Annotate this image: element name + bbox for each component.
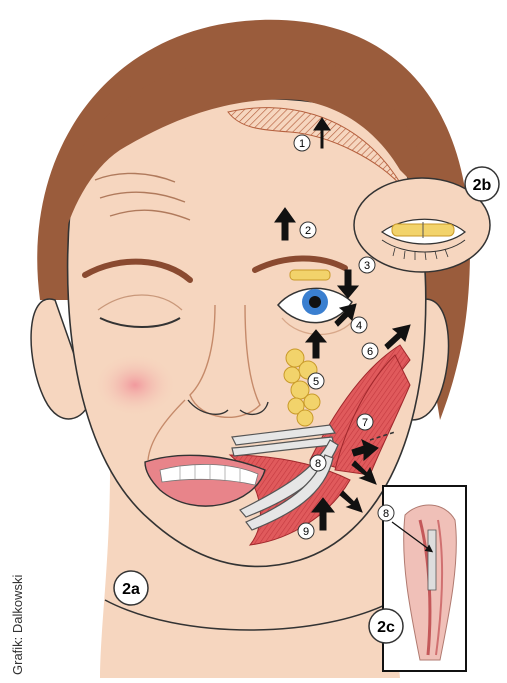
image-credit: Grafik: Dalkowski [10,575,25,675]
marker-5: 5 [308,373,324,389]
panel-2b-label: 2b [473,177,492,194]
svg-text:5: 5 [313,376,319,388]
marker-9: 9 [298,523,314,539]
svg-text:8: 8 [315,458,321,470]
marker-4: 4 [351,317,367,333]
svg-text:2: 2 [305,225,311,237]
marker-7: 7 [357,414,373,430]
svg-text:1: 1 [299,138,305,150]
svg-text:4: 4 [356,320,362,332]
inset-marker-8: 8 [383,508,389,520]
svg-text:9: 9 [303,526,309,538]
marker-8: 8 [310,455,326,471]
panel-2a: 2a [114,571,148,605]
svg-text:7: 7 [362,417,368,429]
marker-6: 6 [362,343,378,359]
marker-2: 2 [300,222,316,238]
svg-text:3: 3 [364,260,370,272]
panel-2a-label: 2a [122,581,140,598]
credit-container: Grafik: Dalkowski [10,560,26,675]
marker-1: 1 [294,135,310,151]
panel-2c-label: 2c [377,619,395,636]
svg-text:6: 6 [367,346,373,358]
inset-2c-thigh: 8 2c [369,486,466,671]
marker-3: 3 [359,257,375,273]
